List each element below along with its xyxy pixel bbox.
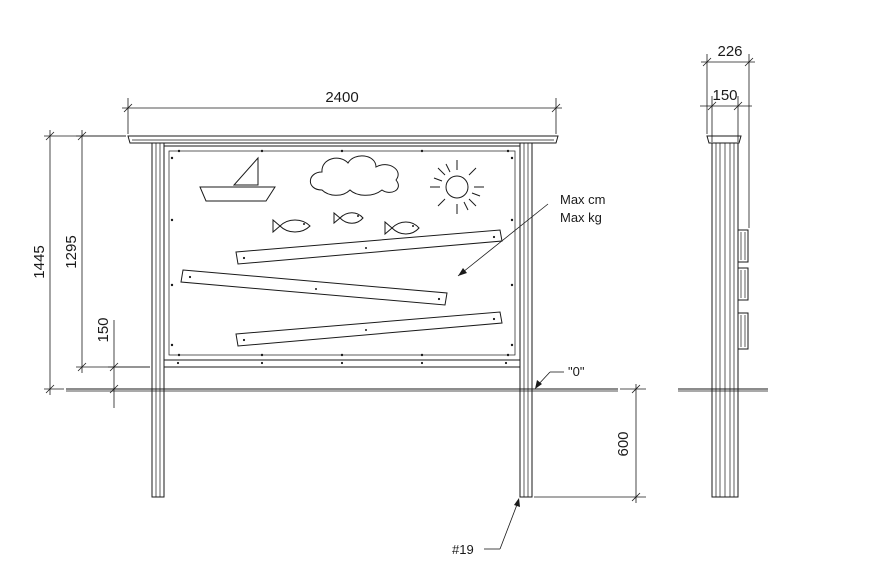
plank-top: [235, 229, 503, 265]
plank-middle: [180, 269, 448, 306]
sailboat-cutout: [199, 156, 276, 202]
plank-bottom: [235, 311, 503, 347]
dimension-embed-depth: 600: [534, 384, 646, 503]
front-view: [66, 135, 618, 498]
fish-cutout-1: [272, 218, 311, 234]
right-post: [519, 142, 533, 498]
fish-cutout-2: [333, 211, 364, 225]
cloud-cutout: [309, 155, 399, 196]
left-post: [151, 142, 165, 498]
frame-bolts: [170, 149, 514, 365]
max-callout: Max cm Max kg: [457, 192, 606, 277]
dimension-width: 2400: [122, 89, 562, 134]
dimension-height-total: 1445: [31, 130, 126, 395]
side-depth-label: 226: [717, 43, 742, 60]
dimension-side-depth: 226: [701, 43, 755, 228]
top-cap: [127, 135, 559, 144]
height-total-label: 1445: [31, 245, 48, 278]
side-post-label: 150: [712, 87, 737, 104]
fish-cutout-3: [384, 220, 420, 236]
part-number-label: #19: [452, 542, 474, 557]
part-number-callout: #19: [452, 498, 520, 557]
side-plank-2: [737, 267, 749, 301]
ground-level-callout: "0": [535, 364, 585, 389]
board-panel: [163, 145, 521, 368]
ground-line: [66, 388, 618, 392]
dimension-side-post: 150: [700, 87, 752, 142]
height-base-label: 150: [95, 317, 112, 342]
ground-level-label: "0": [568, 364, 585, 379]
dimension-height-board: 1295: [63, 130, 150, 373]
sun-cutout: [430, 160, 484, 214]
width-label: 2400: [325, 89, 358, 106]
height-board-label: 1295: [63, 235, 80, 268]
max-kg-label: Max kg: [560, 210, 602, 225]
max-cm-label: Max cm: [560, 192, 606, 207]
side-plank-1: [737, 229, 749, 263]
side-plank-3: [737, 312, 749, 350]
side-view: [678, 135, 768, 498]
dimension-height-base: 150: [95, 317, 150, 408]
embed-depth-label: 600: [615, 431, 632, 456]
